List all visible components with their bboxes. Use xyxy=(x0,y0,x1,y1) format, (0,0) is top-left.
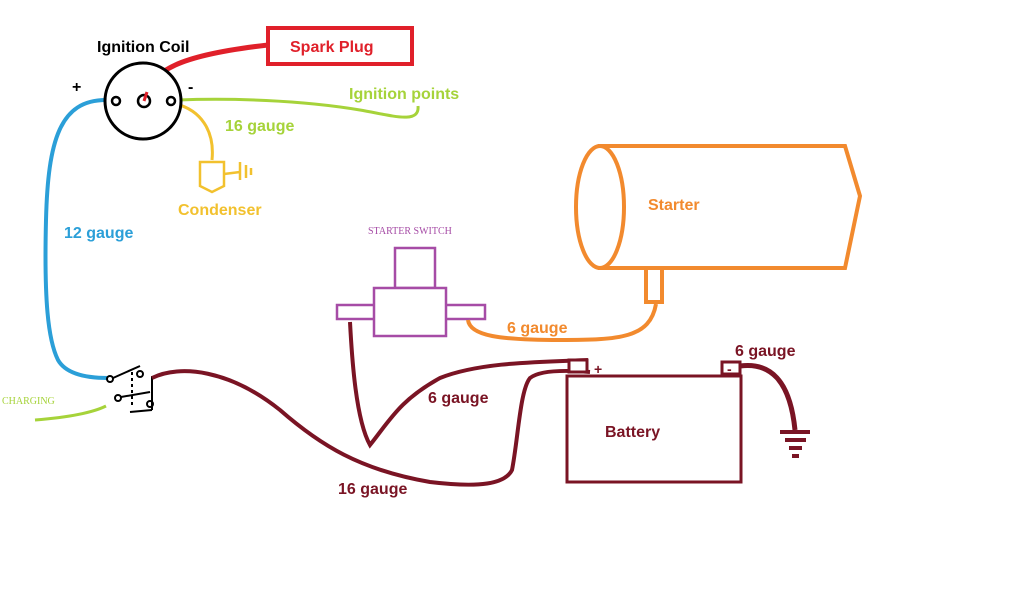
label-starter-switch: STARTER SWITCH xyxy=(368,226,452,237)
wire-6-gauge-battery xyxy=(348,321,589,449)
label-16-gauge-points: 16 gauge xyxy=(225,118,294,135)
spark-plug-box xyxy=(266,26,414,66)
label-starter: Starter xyxy=(648,197,700,214)
starter-switch xyxy=(335,246,487,338)
ignition-switch xyxy=(106,365,154,413)
wire-6-gauge-ground xyxy=(739,362,798,431)
label-coil-minus: - xyxy=(188,79,193,96)
label-coil-plus: + xyxy=(72,79,81,96)
label-battery-minus: - xyxy=(727,361,732,377)
coil-terminal-minus xyxy=(165,95,177,107)
label-charging: CHARGING xyxy=(2,396,55,407)
label-spark-plug: Spark Plug xyxy=(290,39,374,56)
label-battery-plus: + xyxy=(594,361,602,377)
wire-6-gauge-starter xyxy=(466,303,658,343)
wire-ignition-points xyxy=(177,97,420,119)
label-6-gauge-starter: 6 gauge xyxy=(507,320,568,337)
label-ignition-points: Ignition points xyxy=(349,86,459,103)
label-battery: Battery xyxy=(605,424,660,441)
wire-12-gauge xyxy=(43,98,109,380)
wire-condenser xyxy=(175,102,214,161)
label-ignition-coil: Ignition Coil xyxy=(97,39,189,56)
label-16-gauge-bottom: 16 gauge xyxy=(338,481,407,498)
label-condenser: Condenser xyxy=(178,202,262,219)
label-12-gauge: 12 gauge xyxy=(64,225,133,242)
ground-icon xyxy=(780,430,810,458)
coil-terminal-plus xyxy=(110,95,122,107)
battery xyxy=(565,358,743,484)
label-6-gauge-ground: 6 gauge xyxy=(735,343,796,360)
label-6-gauge-battery: 6 gauge xyxy=(428,390,489,407)
wire-16-gauge-bottom xyxy=(151,368,591,487)
wire-charging xyxy=(34,404,107,422)
condenser-icon xyxy=(198,160,253,194)
starter-motor xyxy=(574,144,863,304)
